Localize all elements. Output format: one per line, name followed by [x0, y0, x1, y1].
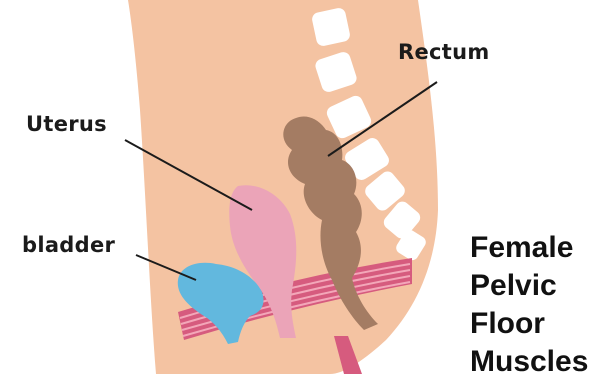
diagram-title: Female Pelvic Floor Muscles [470, 229, 588, 381]
title-line: Pelvic [470, 267, 588, 305]
uterus-label: Uterus [26, 112, 107, 136]
title-line: Floor [470, 305, 588, 343]
title-line: Female [470, 229, 588, 267]
bladder-label: bladder [22, 233, 115, 257]
rectum-label: Rectum [398, 40, 490, 64]
vertebra [311, 7, 351, 47]
title-line: Muscles [470, 343, 588, 381]
